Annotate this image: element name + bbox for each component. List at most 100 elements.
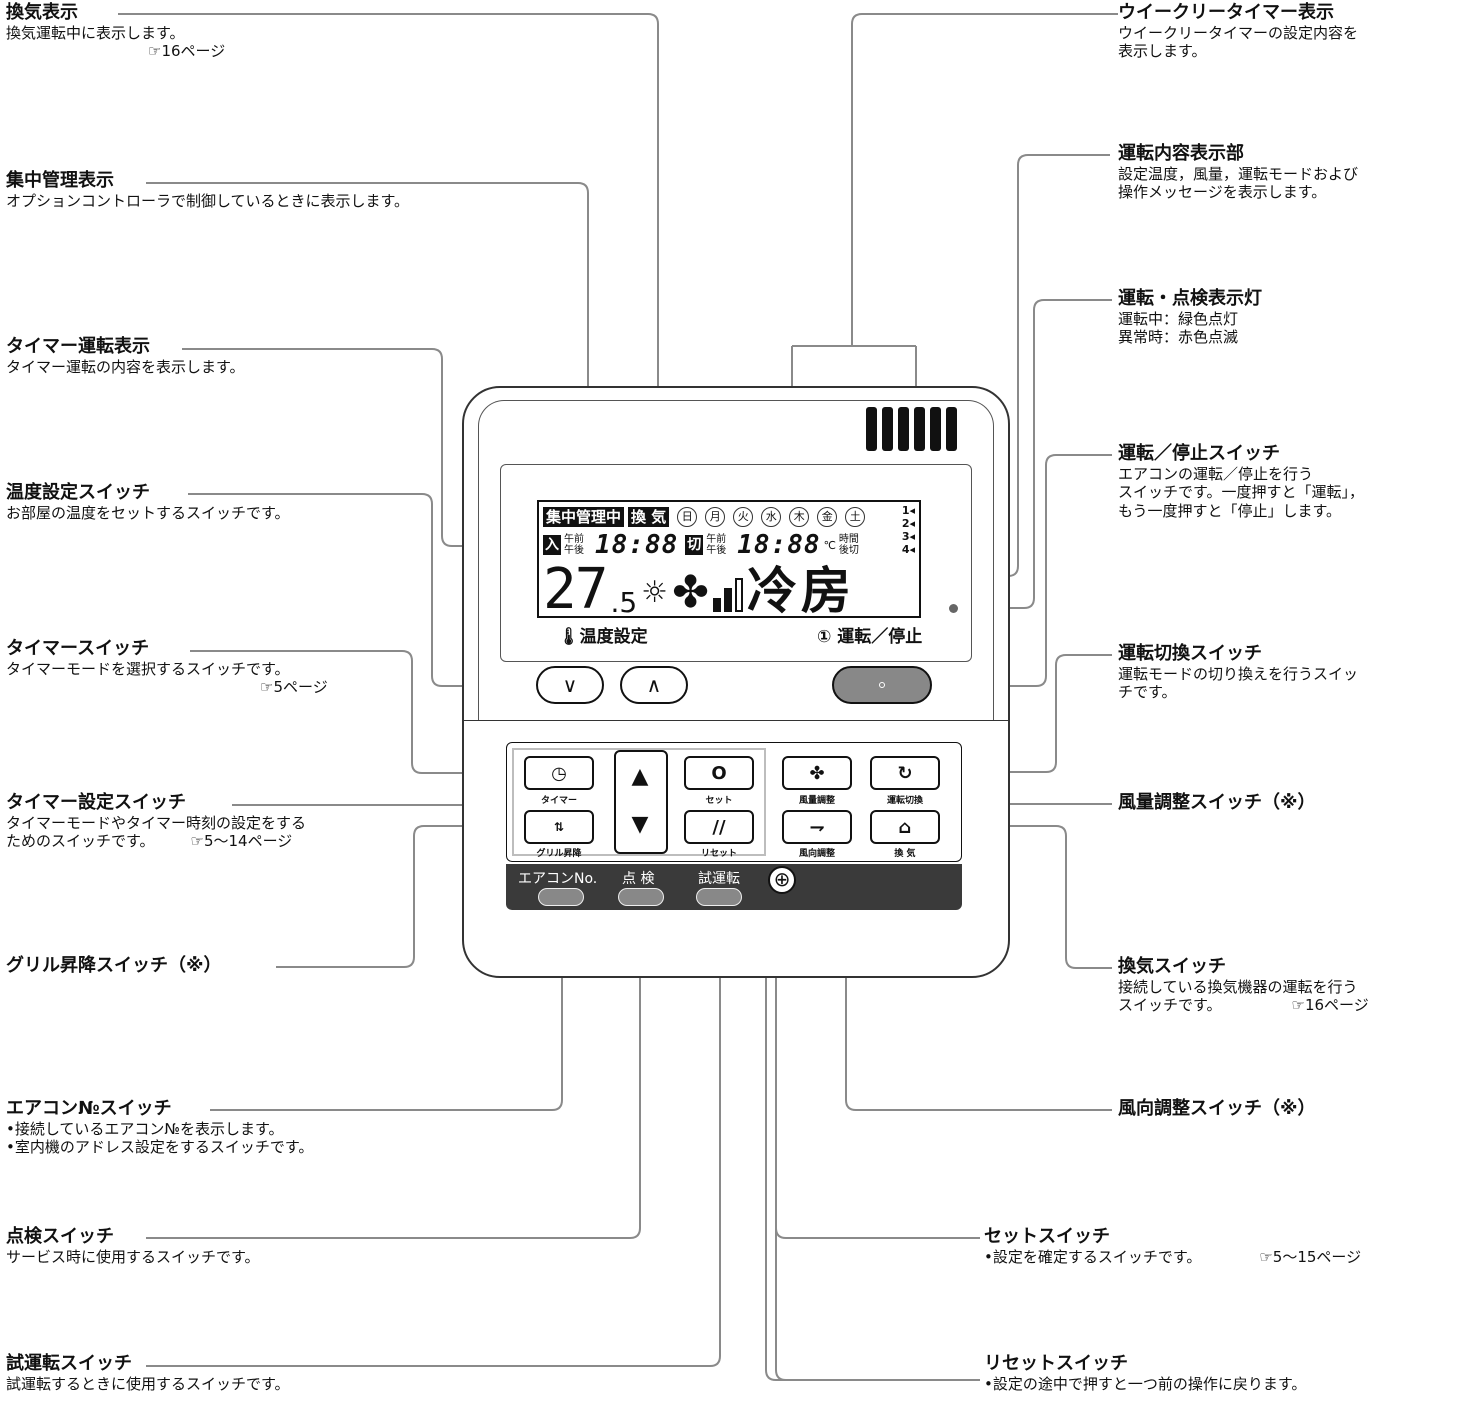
- vent-slot: [898, 407, 909, 451]
- set-temperature-decimal: .5: [610, 586, 638, 618]
- lcd-timer-row: 入 午前午後 18:88 切 午前午後 18:88 ℃ 時間後切: [543, 530, 863, 560]
- temp-down-button[interactable]: ∨: [536, 666, 604, 704]
- lcd-display: 集中管理中 換 気 日 月 火 水 木 金 土 1◂ 2◂ 3◂ 4◂ 入 午前…: [537, 500, 921, 618]
- operation-mode: 冷房: [746, 562, 855, 618]
- callout-shiunten: 試運転スイッチ 試運転するときに使用するスイッチです。: [6, 1353, 290, 1393]
- callout-desc: 表示します。: [1118, 42, 1207, 61]
- louver-button-label: 風向調整: [798, 849, 835, 859]
- louver-button[interactable]: ⇁: [782, 810, 852, 844]
- callout-title: 運転・点検表示灯: [1118, 288, 1262, 309]
- callout-title: タイマー運転表示: [6, 336, 150, 357]
- callout-aircon-no: エアコン№スイッチ •接続しているエアコン№を表示します。 •室内機のアドレス設…: [6, 1098, 313, 1157]
- grill-button[interactable]: ⇅: [524, 810, 594, 844]
- mode-switch-button-label: 運転切換: [886, 796, 923, 806]
- triangle-up-icon: ▲: [631, 763, 649, 789]
- callout-desc: ためのスイッチです。☞5～14ページ: [6, 832, 306, 850]
- page-reference: ☞5ページ: [260, 678, 328, 697]
- remote-upper-cover: [478, 400, 994, 720]
- callout-desc: •設定の途中で押すと一つ前の操作に戻ります。: [984, 1374, 1307, 1393]
- callout-desc: ウイークリータイマーの設定内容を: [1118, 23, 1359, 42]
- callout-title: 点検スイッチ: [6, 1226, 114, 1247]
- page-reference: ☞16ページ: [148, 42, 226, 61]
- vent-slot: [866, 407, 877, 451]
- leader-weekly: [851, 13, 1118, 346]
- run-stop-button[interactable]: [832, 666, 932, 704]
- callout-tenken: 点検スイッチ サービス時に使用するスイッチです。: [6, 1226, 260, 1266]
- callout-desc: 換気運転中に表示します。: [6, 23, 185, 42]
- timer-up-button[interactable]: ▲: [620, 756, 660, 796]
- callout-title: 換気スイッチ: [1118, 956, 1226, 977]
- set-button[interactable]: O: [684, 756, 754, 790]
- ventilation-button-label: 換 気: [894, 849, 916, 859]
- callout-bullet: •接続しているエアコン№を表示します。: [6, 1119, 284, 1138]
- weekday-fri: 金: [817, 507, 838, 527]
- tenken-button[interactable]: [618, 888, 664, 906]
- callout-timer-unten: タイマー運転表示 タイマー運転の内容を表示します。: [6, 336, 245, 376]
- timer-button-group: [512, 748, 766, 856]
- vent-slot: [930, 407, 941, 451]
- callout-title: ウイークリータイマー表示: [1118, 2, 1334, 23]
- callout-weekly: ウイークリータイマー表示 ウイークリータイマーの設定内容を 表示します。: [1118, 2, 1358, 61]
- callout-desc: 操作メッセージを表示します。: [1118, 183, 1327, 202]
- lcd-frame: [500, 464, 972, 662]
- power-ring-icon: O: [711, 762, 727, 784]
- callout-desc: 異常時：赤色点滅: [1118, 328, 1239, 347]
- fan-speed-bar: [712, 598, 721, 612]
- weekday-mon: 月: [705, 507, 726, 527]
- timer-down-button[interactable]: ▼: [620, 804, 660, 844]
- aircon-no-button[interactable]: [538, 888, 584, 906]
- am-pm-indicator: 午前午後: [706, 534, 727, 556]
- reset-button[interactable]: //: [684, 810, 754, 844]
- fan-speed-bar: [734, 578, 743, 612]
- callout-desc: 運転モードの切り換えを行うスイッ: [1118, 664, 1359, 683]
- fan-speed-bars: [712, 568, 743, 612]
- fan-icon: ✤: [672, 567, 709, 618]
- callout-title: 運転切換スイッチ: [1118, 643, 1262, 664]
- timer-on-time: 18:88: [595, 530, 679, 560]
- callout-title: セットスイッチ: [984, 1226, 1110, 1247]
- vent-slot: [914, 407, 925, 451]
- chevron-down-icon: ∨: [562, 673, 578, 697]
- shiunten-label: 試運転: [698, 871, 740, 887]
- temp-up-button[interactable]: ∧: [620, 666, 688, 704]
- callout-kanki-hyoji: 換気表示 換気運転中に表示します。 ☞16ページ: [6, 2, 225, 61]
- ventilation-indicator: 換 気: [628, 507, 670, 527]
- callout-desc: 試運転するときに使用するスイッチです。: [6, 1374, 290, 1393]
- callout-grill: グリル昇降スイッチ（※）: [6, 955, 222, 977]
- clock-icon: ◷: [551, 762, 567, 784]
- timer-button[interactable]: ◷: [524, 756, 594, 790]
- timer-button-label: タイマー: [540, 796, 577, 806]
- central-control-indicator: 集中管理中: [543, 507, 625, 527]
- callout-desc-text: •設定を確定するスイッチです。: [984, 1247, 1202, 1266]
- callout-desc: 接続している換気機器の運転を行う: [1118, 977, 1358, 996]
- page-reference: ☞16ページ: [1291, 996, 1369, 1015]
- screw-icon: ⊕: [768, 866, 796, 894]
- callout-bullet: •室内機のアドレス設定をするスイッチです。: [6, 1138, 314, 1157]
- fan-icon: ✤: [809, 762, 825, 784]
- page-reference: ☞5～15ページ: [1259, 1247, 1362, 1266]
- reset-button-label: リセット: [700, 849, 737, 859]
- callout-set-switch: セットスイッチ •設定を確定するスイッチです。 ☞5～15ページ: [984, 1226, 1361, 1266]
- grill-updown-icon: ⇅: [553, 820, 565, 834]
- celsius-unit: ℃: [823, 538, 836, 552]
- weekday-tue: 火: [733, 507, 754, 527]
- callout-desc: スイッチです。☞16ページ: [1118, 996, 1369, 1014]
- callout-title: 運転内容表示部: [1118, 143, 1244, 164]
- callout-desc: チです。: [1118, 683, 1177, 702]
- callout-reset-switch: リセットスイッチ •設定の途中で押すと一つ前の操作に戻ります。: [984, 1353, 1306, 1393]
- callout-desc: タイマー運転の内容を表示します。: [6, 357, 245, 376]
- hours-off-indicator: 時間後切: [838, 534, 859, 556]
- chevron-up-icon: ∧: [646, 673, 662, 697]
- callout-title: 温度設定スイッチ: [6, 482, 150, 503]
- fan-speed-button-label: 風量調整: [798, 796, 835, 806]
- mode-switch-button[interactable]: ↻: [870, 756, 940, 790]
- callout-timer-settei: タイマー設定スイッチ タイマーモードやタイマー時刻の設定をする ためのスイッチで…: [6, 792, 306, 851]
- callout-title: タイマースイッチ: [6, 638, 150, 659]
- callout-desc-text: ためのスイッチです。: [6, 832, 155, 851]
- callout-title: エアコン№スイッチ: [6, 1098, 172, 1119]
- shiunten-button[interactable]: [696, 888, 742, 906]
- ventilation-button[interactable]: ⌂: [870, 810, 940, 844]
- fan-speed-button[interactable]: ✤: [782, 756, 852, 790]
- timer-off-time: 18:88: [737, 530, 821, 560]
- callout-title: 試運転スイッチ: [6, 1353, 132, 1374]
